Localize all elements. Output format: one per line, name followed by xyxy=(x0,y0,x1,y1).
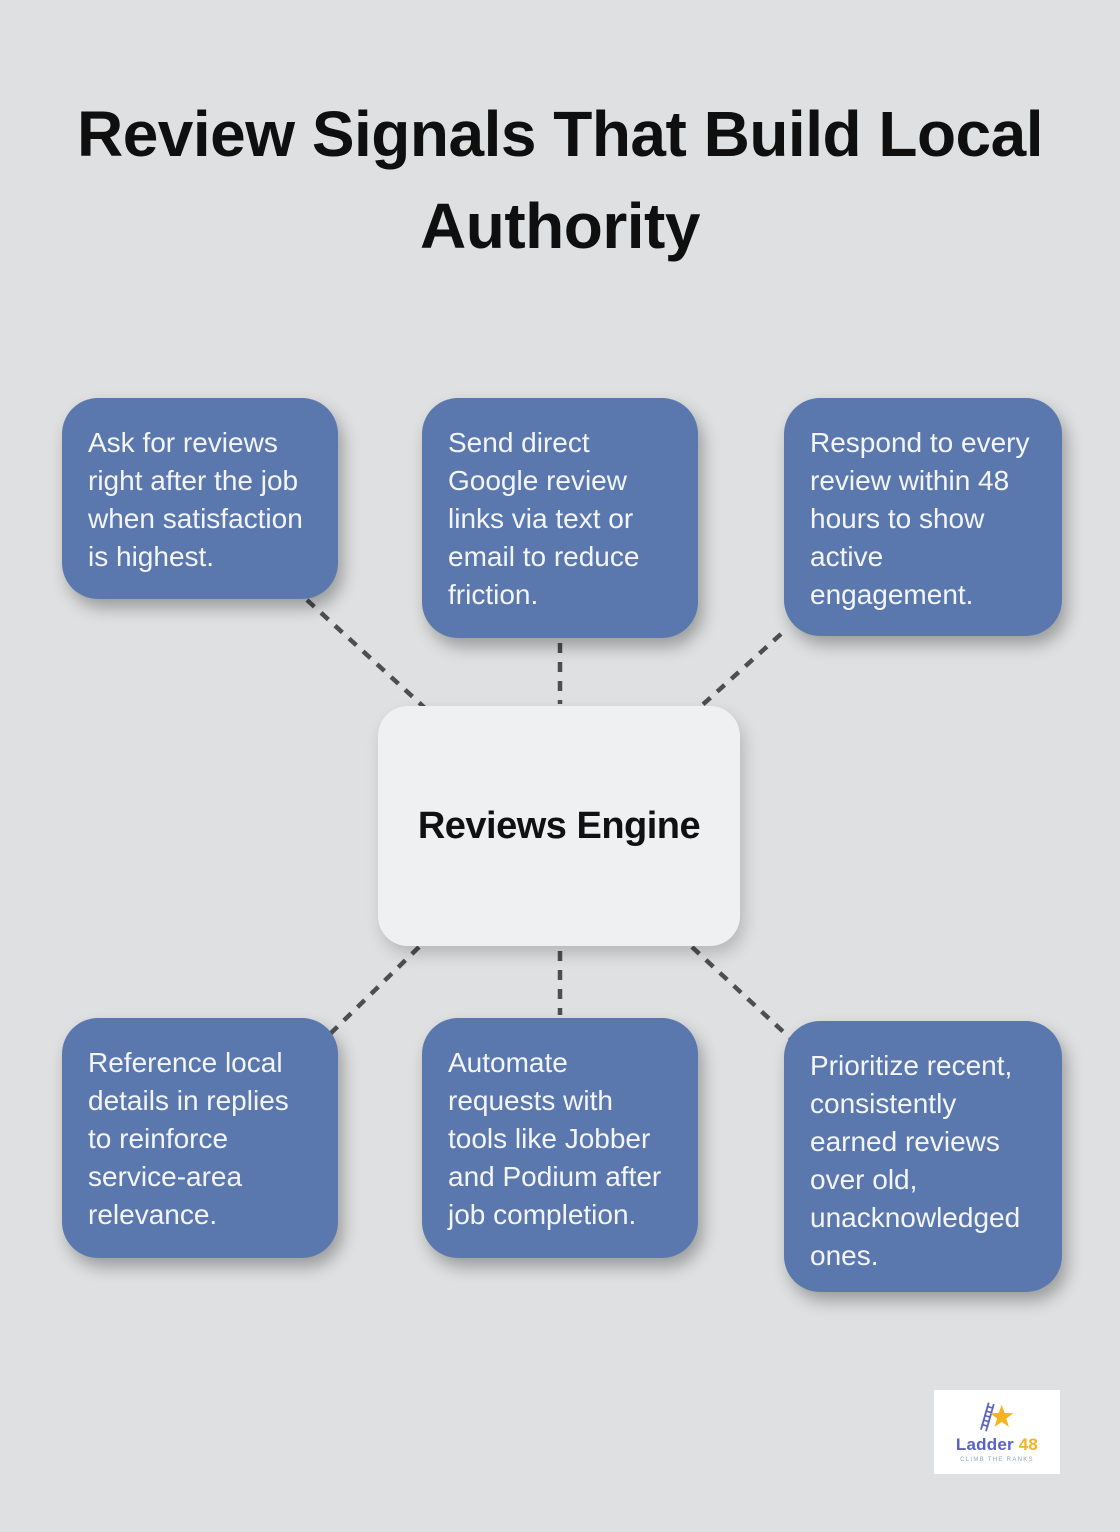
node-bottom-right-text: Prioritize recent, consistently earned r… xyxy=(810,1050,1021,1271)
node-top-left-text: Ask for reviews right after the job when… xyxy=(88,427,303,572)
center-node-label: Reviews Engine xyxy=(417,804,701,847)
connector-bottom-right xyxy=(690,945,792,1040)
node-bottom-left: Reference local details in replies to re… xyxy=(62,1018,338,1258)
logo-brand: Ladder 48 xyxy=(956,1435,1038,1455)
node-bottom-middle-text: Automate requests with tools like Jobber… xyxy=(448,1047,662,1230)
node-top-left: Ask for reviews right after the job when… xyxy=(62,398,338,599)
ladder-icon xyxy=(980,1402,995,1432)
connector-bottom-left xyxy=(327,945,421,1037)
node-bottom-middle: Automate requests with tools like Jobber… xyxy=(422,1018,698,1258)
logo-brand-word: Ladder xyxy=(955,1435,1014,1454)
ladder-star-icon xyxy=(980,1402,1014,1432)
node-bottom-left-text: Reference local details in replies to re… xyxy=(88,1047,289,1230)
star-icon xyxy=(990,1404,1014,1427)
node-top-middle-text: Send direct Google review links via text… xyxy=(448,427,640,610)
page-title: Review Signals That Build Local Authorit… xyxy=(76,98,1044,262)
node-top-right: Respond to every review within 48 hours … xyxy=(784,398,1062,636)
logo-brand-number: 48 xyxy=(1018,1435,1039,1454)
center-node: Reviews Engine xyxy=(378,706,740,946)
logo-card: Ladder 48 CLIMB THE RANKS xyxy=(934,1390,1060,1474)
connector-top-left xyxy=(305,598,428,711)
logo-tagline: CLIMB THE RANKS xyxy=(960,1457,1034,1463)
connector-top-right xyxy=(697,632,783,710)
node-bottom-right: Prioritize recent, consistently earned r… xyxy=(784,1021,1062,1292)
node-top-right-text: Respond to every review within 48 hours … xyxy=(810,427,1030,610)
node-top-middle: Send direct Google review links via text… xyxy=(422,398,698,638)
